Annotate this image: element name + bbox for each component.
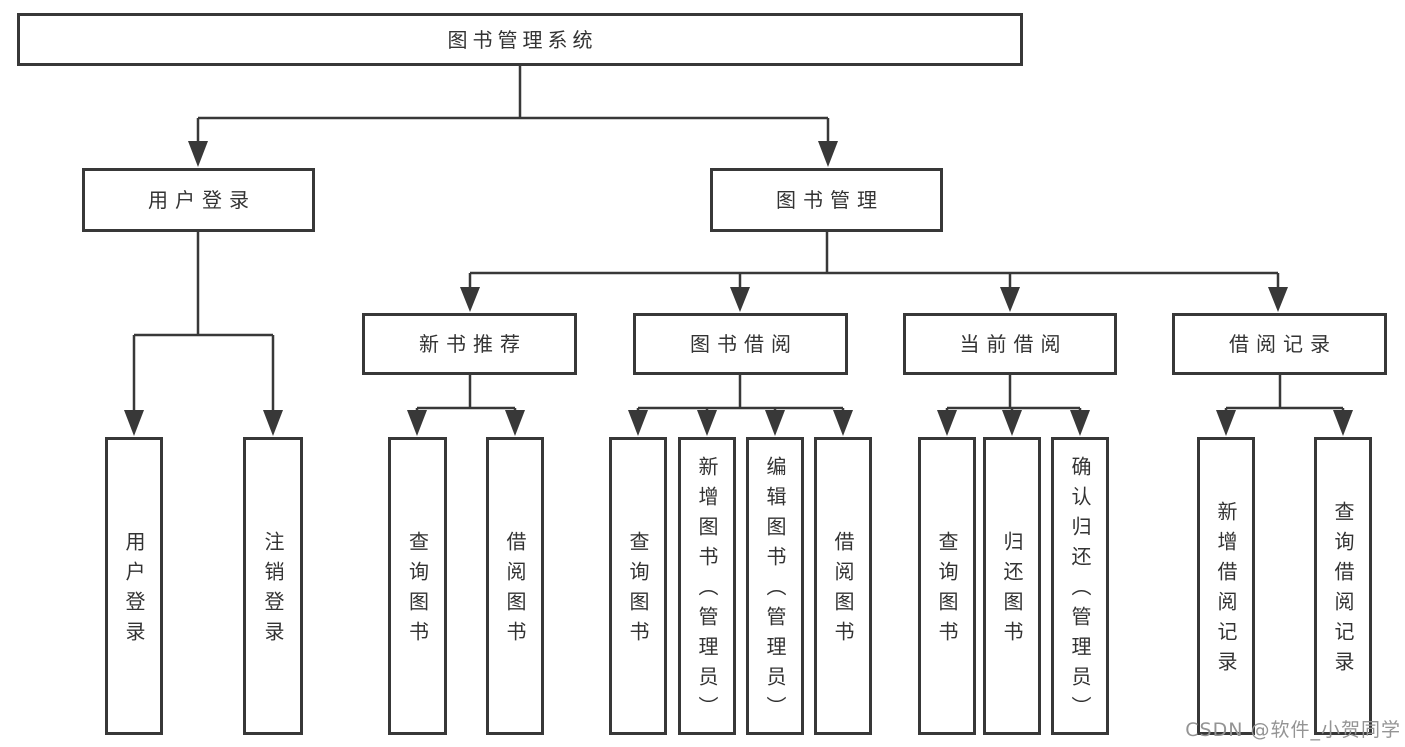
- node-label: 借阅记录: [1229, 332, 1337, 356]
- leaf-current-return-books: 归还图书: [983, 437, 1041, 735]
- arrowhead-down-icon: [818, 141, 838, 167]
- arrowhead-down-icon: [460, 287, 480, 312]
- arrowhead-down-icon: [628, 410, 648, 436]
- leaf-borrow-add-books-admin: 新增图书（管理员）: [678, 437, 736, 735]
- node-label: 图书管理系统: [447, 27, 598, 52]
- node-label: 图书借阅: [690, 332, 798, 356]
- connector-current-borrow-children: [945, 375, 1082, 414]
- node-label: 新增借阅记录: [1214, 501, 1238, 681]
- node-label: 借阅图书: [831, 531, 855, 651]
- connector-borrow-records-children: [1224, 375, 1345, 414]
- node-user-login: 用户登录: [82, 168, 315, 232]
- arrowhead-down-icon: [1216, 410, 1236, 436]
- connector-new-book-recommend-children: [415, 375, 517, 414]
- node-label: 图书管理: [776, 188, 884, 212]
- node-label: 查询图书: [935, 531, 959, 651]
- arrowhead-down-icon: [407, 410, 427, 436]
- csdn-watermark: CSDN @软件_小贺同学: [1185, 719, 1401, 741]
- leaf-records-add-borrow-record: 新增借阅记录: [1197, 437, 1255, 735]
- node-book-management: 图书管理: [710, 168, 943, 232]
- node-current-borrow: 当前借阅: [903, 313, 1117, 375]
- node-label: 注销登录: [261, 531, 285, 651]
- leaf-newbook-query-books: 查询图书: [388, 437, 447, 735]
- arrowhead-down-icon: [697, 410, 717, 436]
- node-label: 当前借阅: [959, 332, 1068, 356]
- arrowhead-down-icon: [1002, 410, 1022, 436]
- node-book-borrow: 图书借阅: [633, 313, 848, 375]
- leaf-current-query-books: 查询图书: [918, 437, 976, 735]
- connector-book-management-children: [468, 232, 1280, 291]
- leaf-borrow-borrow-books: 借阅图书: [814, 437, 872, 735]
- leaf-borrow-edit-books-admin: 编辑图书（管理员）: [746, 437, 804, 735]
- node-label: 编辑图书（管理员）: [763, 456, 787, 726]
- arrowhead-down-icon: [1070, 410, 1090, 436]
- arrowhead-down-icon: [765, 410, 785, 436]
- node-label: 借阅图书: [503, 531, 527, 651]
- node-label: 查询图书: [405, 531, 430, 651]
- arrowhead-down-icon: [730, 287, 750, 312]
- arrowhead-down-icon: [1000, 287, 1020, 312]
- leaf-logout-login: 注销登录: [243, 437, 303, 735]
- connector-book-borrow-children: [636, 375, 845, 414]
- arrowhead-down-icon: [263, 410, 283, 436]
- connector-root-to-level2: [196, 64, 830, 146]
- leaf-current-confirm-return-admin: 确认归还（管理员）: [1051, 437, 1109, 735]
- node-borrow-records: 借阅记录: [1172, 313, 1387, 375]
- node-label: 用户登录: [148, 188, 256, 212]
- arrowhead-down-icon: [1268, 287, 1288, 312]
- arrowhead-down-icon: [833, 410, 853, 436]
- node-library-management-system: 图书管理系统: [17, 13, 1023, 66]
- node-label: 用户登录: [122, 531, 146, 651]
- leaf-newbook-borrow-books: 借阅图书: [486, 437, 544, 735]
- arrowhead-down-icon: [188, 141, 208, 167]
- node-label: 新增图书（管理员）: [695, 456, 719, 726]
- arrowhead-down-icon: [124, 410, 144, 436]
- arrowhead-down-icon: [1333, 410, 1353, 436]
- leaf-user-login: 用户登录: [105, 437, 163, 735]
- leaf-records-query-borrow-record: 查询借阅记录: [1314, 437, 1372, 735]
- node-label: 新书推荐: [419, 332, 527, 356]
- node-label: 确认归还（管理员）: [1068, 456, 1092, 726]
- node-label: 查询图书: [626, 531, 650, 651]
- arrowhead-down-icon: [937, 410, 957, 436]
- node-new-book-recommend: 新书推荐: [362, 313, 577, 375]
- leaf-borrow-query-books: 查询图书: [609, 437, 667, 735]
- arrowhead-down-icon: [505, 410, 525, 436]
- connector-user-login-children: [132, 232, 275, 414]
- node-label: 查询借阅记录: [1331, 501, 1355, 681]
- node-label: 归还图书: [1000, 531, 1024, 651]
